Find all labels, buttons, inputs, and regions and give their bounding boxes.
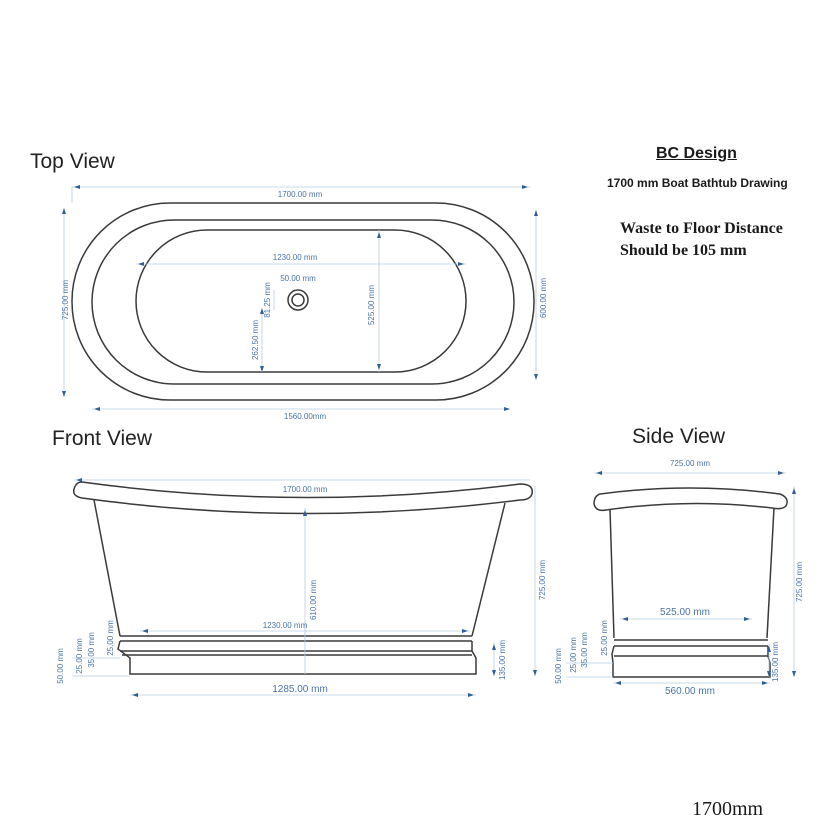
waste-note-line1: Waste to Floor Distance — [620, 220, 783, 237]
front-left-side — [93, 499, 121, 637]
dim-side-step3: 35.00 mm — [580, 632, 589, 668]
dim-side-height: 725.00 mm — [795, 562, 804, 602]
dim-waste-offset: 81.25 mm — [263, 282, 272, 318]
dim-side-base: 50.00 mm — [554, 648, 563, 684]
side-rim — [593, 487, 788, 512]
dim-front-plinth-height: 135.00 mm — [498, 640, 507, 680]
top-view-drawing: 1700.00 mm 725.00 mm 1560.00mm 1230.00 m… — [61, 185, 548, 421]
dim-front-step2: 25.00 mm — [75, 638, 84, 674]
dim-waste-to-edge: 262.50 mm — [251, 320, 260, 360]
brand-title: BC Design — [656, 145, 737, 162]
front-rim — [72, 481, 533, 515]
dim-side-step2: 25.00 mm — [569, 637, 578, 673]
side-view-title: Side View — [632, 425, 726, 448]
waste-outer — [287, 289, 309, 311]
dim-side-width: 725.00 mm — [670, 459, 710, 468]
top-outer-rim — [71, 202, 535, 401]
dim-top-length: 1700.00 mm — [278, 190, 323, 199]
waste-note-line2: Should be 105 mm — [620, 242, 747, 259]
dim-front-step1: 25.00 mm — [106, 620, 115, 656]
dim-top-width: 725.00 mm — [61, 280, 70, 320]
dim-side-plinth-height: 135.00 mm — [771, 642, 780, 682]
waste-inner — [291, 293, 305, 307]
drawing-subtitle: 1700 mm Boat Bathtub Drawing — [607, 176, 788, 190]
dim-front-inner-depth: 610.00 mm — [309, 580, 318, 620]
front-view-drawing: 1700.00 mm 610.00 mm 1230.00 mm 725.00 m… — [56, 478, 547, 697]
dim-front-step3: 35.00 mm — [87, 632, 96, 668]
top-inner-basin — [135, 229, 467, 373]
front-view-title: Front View — [52, 427, 152, 450]
top-view-title: Top View — [30, 150, 115, 173]
dim-top-base-length: 1560.00mm — [284, 412, 327, 421]
dim-front-base-length: 1285.00 mm — [272, 684, 328, 695]
size-label: 1700mm — [692, 798, 764, 820]
dim-side-plinth-top: 525.00 mm — [660, 607, 710, 618]
dim-top-inner-length: 1230.00 mm — [273, 253, 318, 262]
dim-front-height: 725.00 mm — [538, 560, 547, 600]
dim-front-length: 1700.00 mm — [283, 485, 328, 494]
dim-side-step1: 25.00 mm — [600, 620, 609, 656]
top-middle-rim — [91, 219, 515, 385]
side-view-drawing: 725.00 mm 725.00 mm 525.00 mm 135.00 mm … — [554, 459, 804, 697]
dim-front-plinth-top: 1230.00 mm — [263, 621, 308, 630]
dim-top-rim-width: 600.00 mm — [539, 278, 548, 318]
dim-front-base: 50.00 mm — [56, 648, 65, 684]
waste-note: Waste to Floor Distance Should be 105 mm — [620, 218, 783, 262]
front-right-side — [471, 502, 506, 637]
dim-side-base-width: 560.00 mm — [665, 686, 715, 697]
dim-waste-diameter: 50.00 mm — [280, 274, 316, 283]
dim-top-inner-width: 525.00 mm — [367, 285, 376, 325]
